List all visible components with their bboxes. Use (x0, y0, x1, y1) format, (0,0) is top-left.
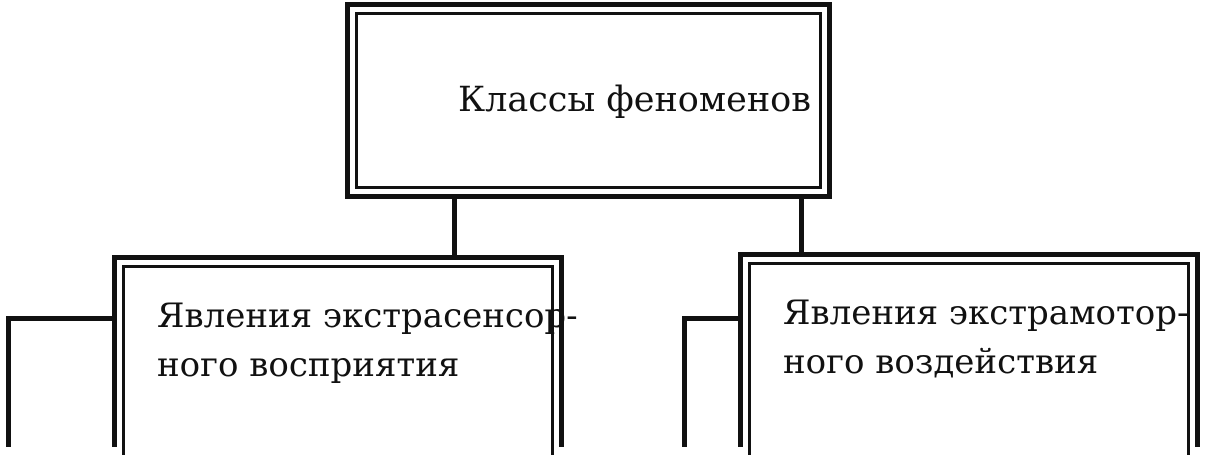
branch-left-horizontal (6, 316, 114, 321)
child-node-label-extrasensory: Явления экстрасенсор- ного восприятия (157, 292, 578, 391)
child-node-box-extrasensory: Явления экстрасенсор- ного восприятия (112, 255, 578, 455)
root-node-label: Классы феноменов (458, 80, 811, 120)
branch-right-horizontal (682, 316, 740, 321)
connector-root-right (799, 199, 804, 253)
child-node-label-line-1: Явления экстрамотор- (783, 293, 1189, 333)
root-node-box: Классы феноменов (345, 2, 832, 199)
connector-root-left (452, 199, 457, 256)
child-node-box-extramotor: Явления экстрамотор- ного воздействия (738, 252, 1200, 455)
child-node-label-line-1: Явления экстрасенсор- (157, 296, 578, 336)
branch-left-vertical (6, 316, 11, 447)
child-node-label-extramotor: Явления экстрамотор- ного воздействия (783, 289, 1189, 388)
child-node-label-line-2: ного восприятия (157, 345, 460, 386)
child-node-label-line-2: ного воздействия (783, 342, 1099, 383)
branch-right-vertical (682, 316, 687, 447)
